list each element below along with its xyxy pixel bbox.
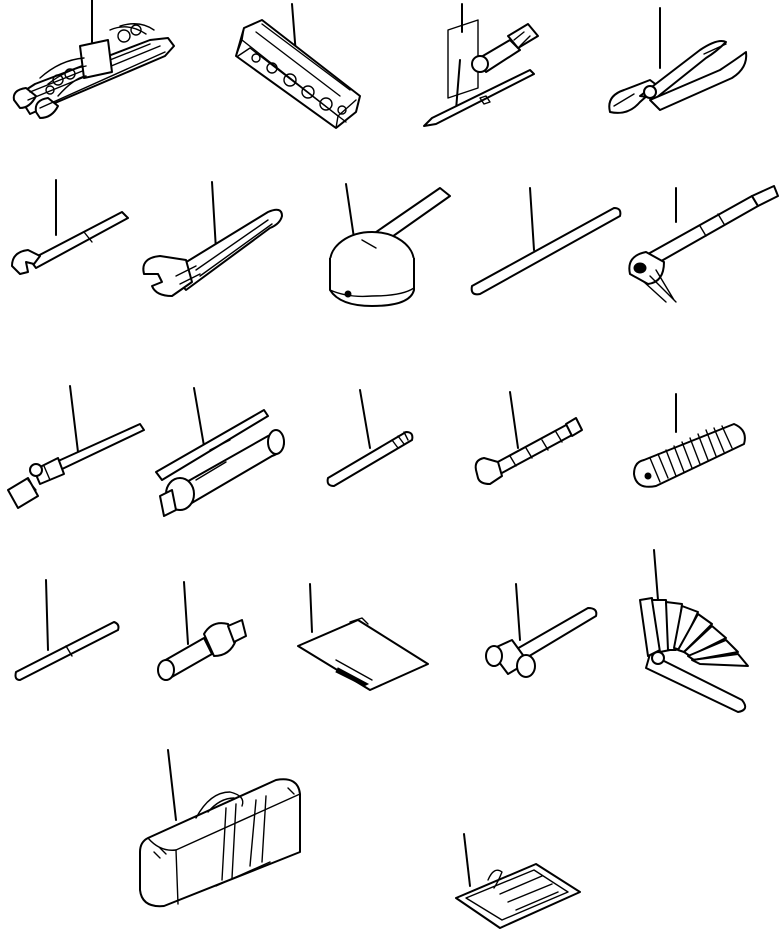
tag-plate-icon	[455, 833, 581, 929]
spanner-icon	[11, 179, 129, 275]
pin-icon	[326, 389, 414, 487]
filter-wrench-icon	[329, 183, 451, 307]
adapter-icon	[157, 581, 247, 681]
leader-line	[45, 579, 49, 651]
socket-case-icon	[235, 3, 361, 129]
leader-line	[515, 583, 521, 641]
grease-gun-icon	[155, 387, 285, 517]
leader-line	[359, 389, 371, 449]
leader-line	[345, 183, 355, 239]
wrench-set-icon	[12, 0, 175, 119]
leader-line	[211, 181, 217, 251]
leader-line	[653, 549, 659, 601]
adjustable-wrench-icon	[142, 181, 283, 297]
tool-bag-icon	[139, 749, 301, 908]
rod-icon	[14, 579, 120, 681]
leader-line	[463, 833, 471, 887]
leader-line	[193, 387, 205, 447]
grease-hose-icon	[7, 385, 145, 509]
leader-line	[69, 385, 79, 453]
screwdriver-set-icon	[423, 3, 539, 127]
grease-pump-icon	[628, 185, 779, 303]
leader-line	[183, 581, 189, 645]
leader-line	[309, 583, 313, 633]
feeler-gauge-icon	[639, 549, 749, 713]
leader-line-2	[455, 59, 461, 111]
filter-element-icon	[633, 393, 746, 488]
leader-line	[529, 187, 535, 251]
pliers-icon	[608, 7, 748, 114]
leader-line	[509, 391, 519, 449]
bar-icon	[470, 187, 622, 296]
bolt-icon	[474, 391, 583, 485]
hammer-icon	[485, 583, 598, 678]
leader-line	[167, 749, 177, 821]
manual-icon	[297, 583, 429, 691]
